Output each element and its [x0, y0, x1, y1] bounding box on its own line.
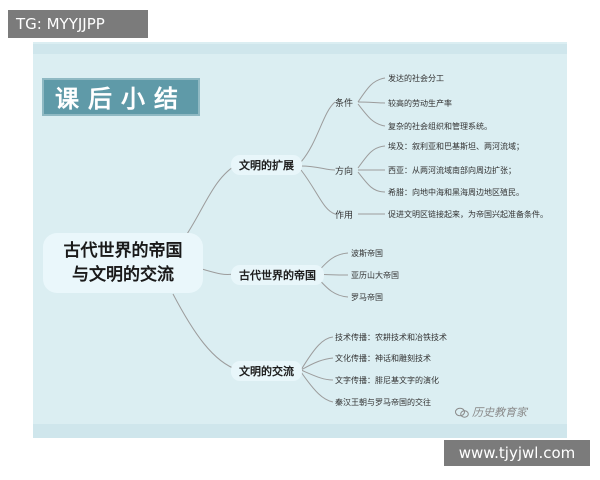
leaf-empire-2: 亚历山大帝国	[351, 271, 399, 280]
group-direction: 方向	[335, 167, 354, 177]
top-stripe	[33, 44, 567, 54]
connector-center-branch1	[182, 163, 239, 241]
leaf-exchange-3: 文字传播：腓尼基文字的演化	[335, 376, 439, 385]
connector-center-branch3	[172, 293, 239, 371]
central-topic: 古代世界的帝国 与文明的交流	[43, 233, 203, 293]
summary-title: 课后小结	[42, 78, 200, 116]
connector-tiaojian-leaf2	[357, 101, 386, 104]
branch-civilization-expansion: 文明的扩展	[231, 155, 302, 175]
connector-branch1-fangxiang	[300, 165, 336, 171]
connector-fangxiang-leaf1	[357, 145, 386, 169]
leaf-empire-3: 罗马帝国	[351, 293, 383, 302]
connector-branch3-leaf4	[300, 371, 334, 403]
connector-fangxiang-leaf3	[357, 171, 386, 193]
connector-branch1-zuoyong	[300, 169, 336, 215]
leaf-conditions-2: 较高的劳动生产率	[388, 99, 452, 108]
connector-branch1-tiaojian	[300, 101, 336, 163]
bottom-stripe	[33, 424, 567, 438]
leaf-exchange-2: 文化传播：神话和雕刻技术	[335, 354, 431, 363]
branch-civilization-exchange: 文明的交流	[231, 361, 302, 381]
branch-ancient-empires: 古代世界的帝国	[231, 265, 324, 285]
leaf-conditions-1: 发达的社会分工	[388, 74, 444, 83]
connector-branch3-leaf3	[300, 369, 334, 381]
leaf-effect-1: 促进文明区链接起来，为帝国兴起准备条件。	[388, 210, 548, 219]
central-topic-line1: 古代世界的帝国	[63, 241, 183, 261]
connector-center-branch2	[197, 267, 234, 275]
leaf-direction-3: 希腊：向地中海和黑海周边地区殖民。	[388, 188, 524, 197]
group-effect: 作用	[335, 211, 354, 221]
connector-tiaojian-leaf1	[357, 77, 386, 103]
mind-map-panel: 课后小结 古代世界的帝国 与文明的交流 文明的扩展 条件 发达的社会分工 较高的…	[33, 42, 567, 438]
central-topic-line2: 与文明的交流	[72, 265, 174, 285]
leaf-direction-2: 西亚：从两河流域南部向周边扩张；	[388, 166, 516, 175]
leaf-exchange-1: 技术传播：农耕技术和冶铁技术	[335, 333, 447, 342]
publisher-logo: 历史教育家	[455, 404, 527, 420]
group-conditions: 条件	[335, 99, 354, 109]
bottom-watermark: www.tjyjwl.com	[444, 440, 590, 466]
wechat-icon	[455, 407, 469, 418]
connector-branch3-leaf2	[300, 357, 334, 371]
leaf-exchange-4: 秦汉王朝与罗马帝国的交往	[335, 398, 431, 407]
leaf-direction-1: 埃及：叙利亚和巴基斯坦、两河流域；	[388, 142, 524, 151]
publisher-logo-text: 历史教育家	[472, 406, 527, 419]
leaf-empire-1: 波斯帝国	[351, 249, 383, 258]
connector-lines	[172, 77, 386, 403]
leaf-conditions-3: 复杂的社会组织和管理系统。	[388, 122, 492, 131]
connector-tiaojian-leaf3	[357, 103, 386, 127]
top-watermark: TG: MYYJJPP	[8, 10, 148, 38]
connector-branch3-leaf1	[300, 336, 334, 371]
